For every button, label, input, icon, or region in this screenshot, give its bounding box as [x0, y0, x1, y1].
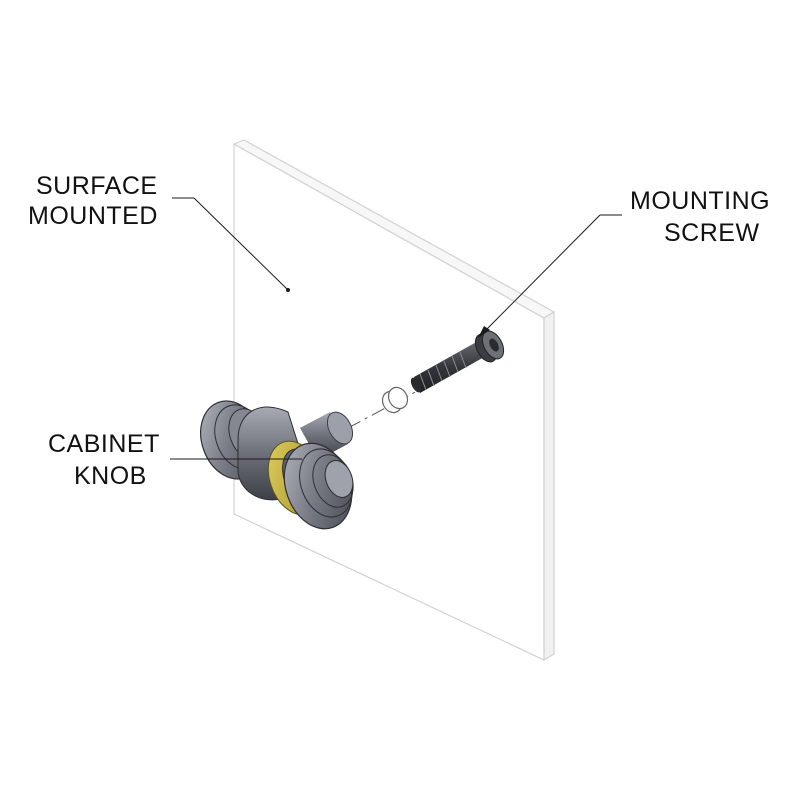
cabinet-knob — [200, 400, 354, 530]
label-mounting-screw-line2: SCREW — [664, 219, 760, 247]
mounting-screw — [410, 330, 505, 393]
leader-mounting-screw-arrow — [478, 326, 490, 338]
label-cabinet-knob: CABINET KNOB — [48, 430, 160, 490]
label-mounting-screw-line1: MOUNTING — [630, 187, 770, 215]
bushing-insert — [381, 386, 409, 414]
leader-mounting-screw-diagonal — [483, 214, 601, 333]
label-mounting-screw: MOUNTING SCREW — [630, 187, 770, 247]
leader-lines — [170, 197, 622, 460]
label-surface-mounted-line1: SURFACE — [36, 172, 158, 200]
label-surface-mounted: SURFACE MOUNTED — [28, 172, 158, 230]
label-surface-mounted-line2: MOUNTED — [28, 202, 158, 230]
leader-surface-mounted-dot — [286, 288, 290, 292]
label-cabinet-knob-line2: KNOB — [74, 462, 147, 490]
leader-surface-mounted-diagonal — [193, 197, 289, 291]
label-cabinet-knob-line1: CABINET — [48, 430, 160, 458]
